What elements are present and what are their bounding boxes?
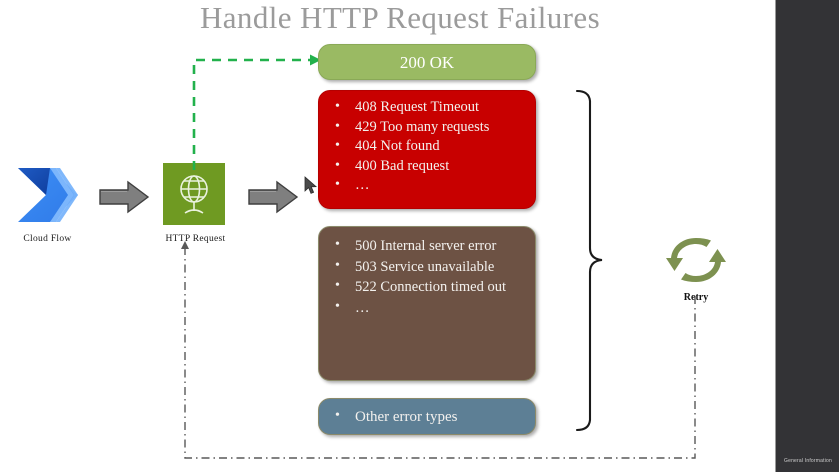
success-path-connector [170,44,330,172]
retry-path-connector [175,240,705,466]
client-error-list: 408 Request Timeout 429 Too many request… [329,97,525,196]
flow-arrow-1-icon [98,179,150,215]
status-box-server-errors[interactable]: 500 Internal server error 503 Service un… [318,226,536,381]
http-request-globe-icon [163,163,225,225]
list-item: 503 Service unavailable [329,256,525,278]
list-item: 400 Bad request [329,156,525,177]
http-request-label: HTTP Request [165,234,226,244]
list-item: … [329,297,525,319]
flow-arrow-2-icon [247,179,299,215]
list-item: … [329,175,525,196]
mouse-cursor-icon [304,176,318,196]
slide-canvas: Handle HTTP Request Failures Cloud Flow [0,0,775,472]
status-box-other-errors[interactable]: Other error types [318,398,536,435]
list-item: 500 Internal server error [329,235,525,257]
list-item: Other error types [329,404,525,429]
list-item: 404 Not found [329,136,525,157]
retry-label: Retry [683,292,709,303]
status-box-client-errors[interactable]: 408 Request Timeout 429 Too many request… [318,90,536,209]
list-item: 408 Request Timeout [329,97,525,118]
list-item: 429 Too many requests [329,117,525,138]
other-error-list: Other error types [329,404,525,429]
page-title: Handle HTTP Request Failures [199,0,601,35]
retry-refresh-icon [666,232,726,288]
cloud-flow-label: Cloud Flow [23,234,72,244]
power-automate-logo-icon [16,166,82,224]
right-side-panel: General Information [775,0,839,472]
server-error-list: 500 Internal server error 503 Service un… [329,235,525,319]
grouping-brace [575,88,617,433]
status-box-200-ok[interactable]: 200 OK [318,44,536,80]
panel-caption-label: General Information [784,458,832,464]
list-item: 522 Connection timed out [329,276,525,298]
